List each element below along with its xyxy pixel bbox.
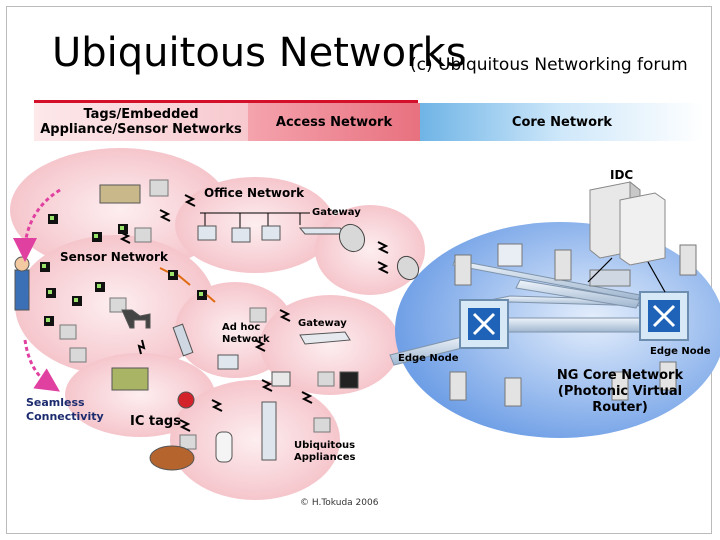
seamless-arrows (13, 188, 61, 392)
label-ng-core-network: NG Core Network (Photonic Virtual Router… (556, 368, 684, 415)
page-subtitle: (c) Ubiquitous Networking forum (410, 55, 688, 75)
label-ic-tags: IC tags (130, 414, 181, 429)
header-rule (34, 100, 418, 104)
tag-zone-top (10, 148, 230, 272)
label-sensor-network: Sensor Network (60, 250, 168, 264)
label-seamless-connectivity: Seamless Connectivity (26, 396, 104, 423)
label-ubiquitous-appliances: Ubiquitous Appliances (294, 440, 356, 463)
satellite-dishes (338, 223, 420, 281)
gateway-zone-mid (260, 295, 400, 395)
band-tags-sensor: Tags/Embedded Appliance/Sensor Networks (34, 103, 248, 141)
label-gateway-mid: Gateway (298, 318, 347, 329)
devices (14, 184, 359, 471)
sensor-tags (40, 214, 207, 326)
label-office-network: Office Network (204, 186, 305, 200)
core-servers (449, 243, 697, 407)
band-core-network: Core Network (420, 103, 704, 141)
label-edge-node-left: Edge Node (398, 353, 459, 364)
grey-nodes (59, 179, 335, 450)
office-pcs (197, 225, 347, 243)
appliance-zone (170, 380, 340, 500)
copyright-notice: © H.Tokuda 2006 (300, 498, 379, 508)
idc-links (587, 257, 666, 293)
label-edge-node-right: Edge Node (650, 346, 711, 357)
page-title: Ubiquitous Networks (52, 30, 467, 76)
sensor-links (159, 267, 216, 303)
idc-servers (589, 180, 666, 266)
label-ad-hoc-network: Ad hoc Network (222, 322, 270, 345)
label-gateway-top: Gateway (312, 207, 361, 218)
band-access-network: Access Network (248, 103, 420, 141)
wireless-links (119, 194, 389, 432)
edge-node-right-switch (639, 291, 689, 341)
slide-frame (6, 6, 712, 534)
office-zone (175, 177, 335, 273)
label-idc: IDC (610, 168, 634, 182)
edge-node-left-switch (459, 299, 509, 349)
